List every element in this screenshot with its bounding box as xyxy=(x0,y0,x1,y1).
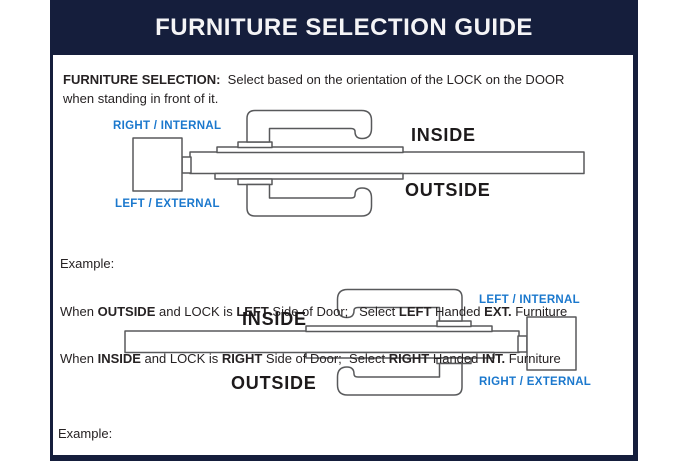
intro-line2: when standing in front of it. xyxy=(63,91,219,106)
example-block-2: Example: When OUTSIDE and LOCK is RIGHT … xyxy=(58,396,581,466)
intro-paragraph: FURNITURE SELECTION: Select based on the… xyxy=(63,70,628,108)
example-block-1: Example: When OUTSIDE and LOCK is LEFT S… xyxy=(60,225,567,398)
example1-line-1: When OUTSIDE and LOCK is LEFT Side of Do… xyxy=(60,303,568,319)
intro-line1: Select based on the orientation of the L… xyxy=(220,72,565,87)
diagram1-outside-label: OUTSIDE xyxy=(405,180,491,200)
example1-line-2: When INSIDE and LOCK is RIGHT Side of Do… xyxy=(60,351,561,366)
diagram1-right-internal-label: RIGHT / INTERNAL xyxy=(113,120,222,132)
diagram2-outside-label: OUTSIDE xyxy=(231,373,317,393)
page-title: FURNITURE SELECTION GUIDE xyxy=(155,13,533,41)
intro-lead: FURNITURE SELECTION: xyxy=(63,72,221,87)
example2-heading: Example: xyxy=(58,426,113,441)
diagram2-inside-label: INSIDE xyxy=(242,309,307,329)
diagram1-left-external-label: LEFT / EXTERNAL xyxy=(115,198,220,210)
diagram1-inside-label: INSIDE xyxy=(411,125,476,145)
example1-heading: Example: xyxy=(60,256,115,271)
guide-header-banner: FURNITURE SELECTION GUIDE xyxy=(50,0,638,55)
diagram2-left-internal-label: LEFT / INTERNAL xyxy=(479,294,580,306)
diagram2-right-external-label: RIGHT / EXTERNAL xyxy=(479,376,592,388)
